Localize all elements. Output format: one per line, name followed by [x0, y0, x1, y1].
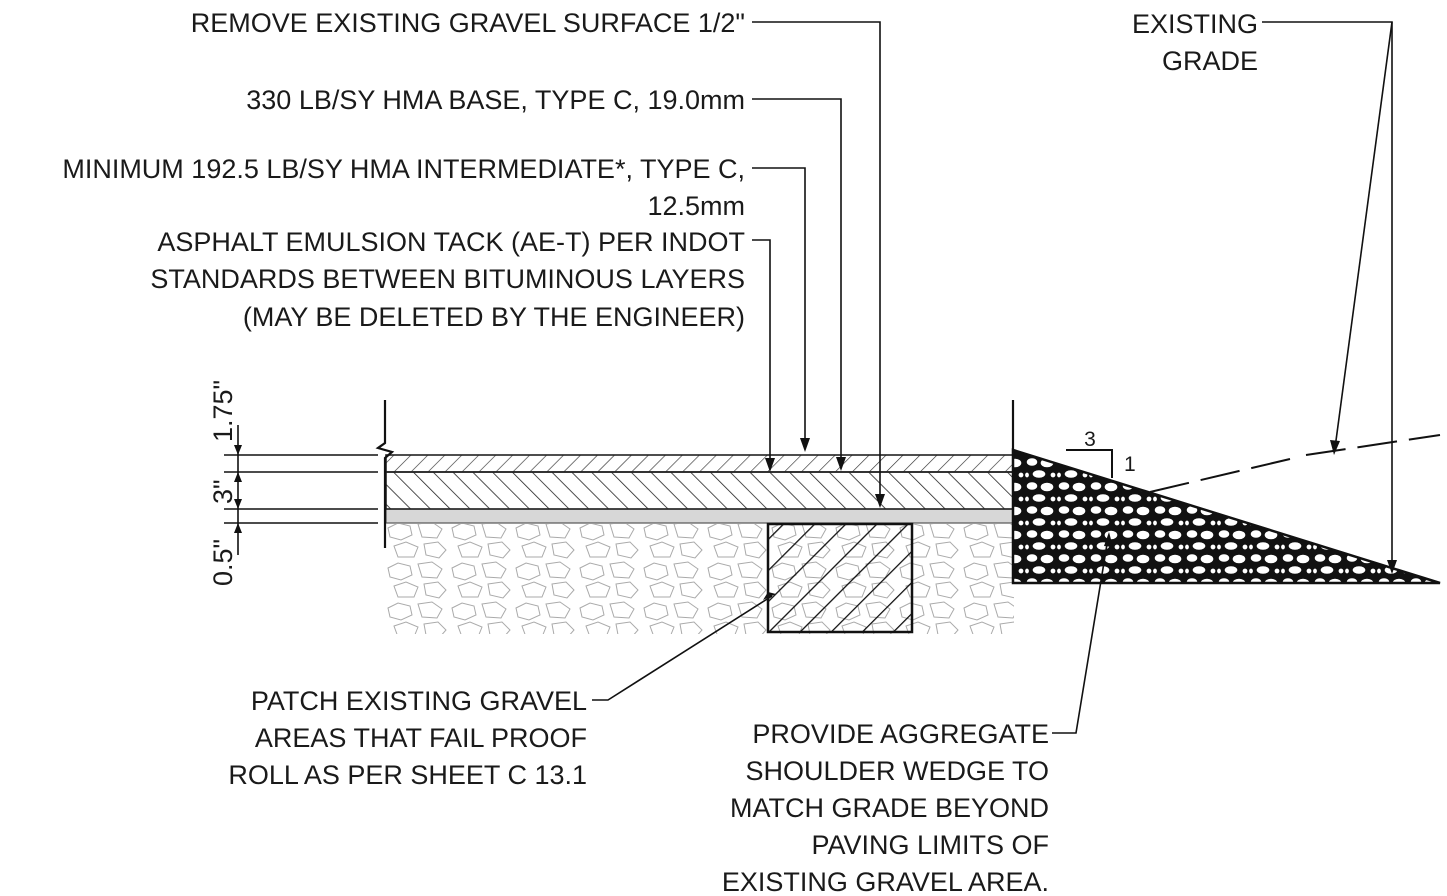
thickness-dimensions — [224, 425, 378, 555]
callout-hma-intermediate-1: MINIMUM 192.5 LB/SY HMA INTERMEDIATE*, T… — [62, 154, 745, 184]
callout-shoulder-1: PROVIDE AGGREGATE — [752, 719, 1049, 749]
callout-shoulder-5: EXISTING GRAVEL AREA. — [722, 867, 1049, 896]
callout-tack-2: STANDARDS BETWEEN BITUMINOUS LAYERS — [150, 264, 745, 294]
existing-grade-dashed-line — [1149, 458, 1291, 493]
callout-shoulder-4: PAVING LIMITS OF — [811, 830, 1049, 860]
callout-tack-3: (MAY BE DELETED BY THE ENGINEER) — [243, 302, 745, 332]
callout-existing-grade-1: EXISTING — [1132, 9, 1258, 39]
slope-run-label: 3 — [1084, 428, 1096, 451]
left-break-line — [375, 400, 395, 548]
callout-tack-1: ASPHALT EMULSION TACK (AE-T) PER INDOT — [157, 227, 745, 257]
leader-lines — [592, 21, 1393, 734]
callout-patch-2: AREAS THAT FAIL PROOF — [255, 723, 587, 753]
hma-base-layer — [385, 471, 1014, 510]
callout-hma-base: 330 LB/SY HMA BASE, TYPE C, 19.0mm — [246, 85, 745, 115]
callout-patch-1: PATCH EXISTING GRAVEL — [251, 686, 587, 716]
callout-existing-grade-2: GRADE — [1162, 46, 1258, 76]
existing-gravel-subgrade — [386, 524, 1014, 634]
hma-intermediate-layer — [385, 454, 1014, 473]
patch-area — [766, 522, 914, 634]
callout-shoulder-2: SHOULDER WEDGE TO — [745, 756, 1049, 786]
callout-remove-gravel: REMOVE EXISTING GRAVEL SURFACE 1/2" — [191, 8, 745, 38]
callout-patch-3: ROLL AS PER SHEET C 13.1 — [228, 760, 587, 790]
gravel-surface-layer — [385, 508, 1014, 524]
leader-arrowheads — [763, 438, 1397, 600]
callout-shoulder-3: MATCH GRADE BEYOND — [730, 793, 1049, 823]
slope-rise-label: 1 — [1124, 453, 1136, 476]
dim-1-75-label: 1.75" — [208, 380, 238, 442]
callout-hma-intermediate-2: 12.5mm — [647, 191, 745, 221]
dim-3-label: 3" — [208, 479, 238, 504]
dim-0-5-label: 0.5" — [208, 539, 238, 586]
slope-indicator — [1066, 449, 1113, 478]
